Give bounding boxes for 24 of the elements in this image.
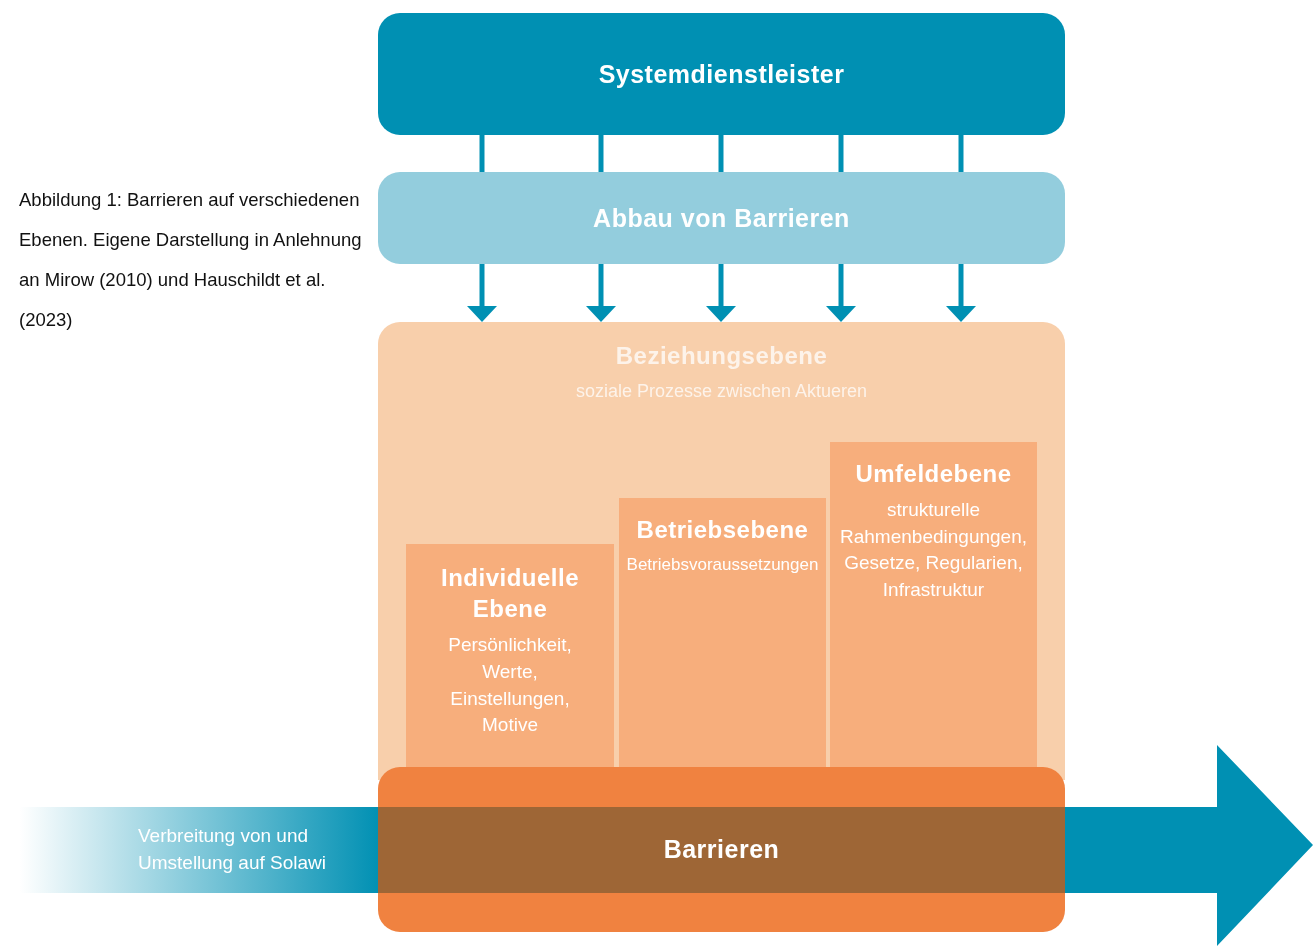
box-title: Systemdienstleister [598, 58, 845, 90]
box-title: Abbau von Barrieren [593, 202, 850, 234]
level-box [830, 442, 1037, 767]
box-title: Beziehungsebene [615, 341, 828, 371]
box-title: Individuelle Ebene [441, 563, 579, 625]
figure-caption: Abbildung 1: Barrieren auf verschiedenen Ebenen. Eigene Darstellung in Anlehnung an Mirow (2010) und Hauschildt et al. (2023) [19, 188, 363, 332]
box-description: soziale Prozesse zwischen Aktueren [575, 380, 868, 404]
arrow [586, 264, 616, 322]
box-description: strukturelle Rahmenbedingungen, Gesetze, Regularien, Infrastruktur [840, 498, 1027, 602]
level-box [406, 544, 614, 767]
process-box [378, 172, 1065, 264]
box-description: Persönlichkeit, Werte, Einstellungen, Motive [447, 633, 573, 738]
arrow [826, 264, 856, 322]
box-title: Betriebsebene [636, 515, 809, 545]
box-title: Umfeldebene [855, 459, 1012, 489]
arrow-label: Verbreitung von und Umstellung auf Solawi [138, 824, 327, 875]
arrow [946, 264, 976, 322]
process-box [378, 13, 1065, 135]
box-description: Betriebsvoraussetzungen [626, 554, 819, 577]
box-title: Barrieren [663, 834, 780, 866]
arrow [706, 264, 736, 322]
arrow [467, 264, 497, 322]
background-panel [378, 322, 1065, 780]
level-box [619, 498, 826, 767]
